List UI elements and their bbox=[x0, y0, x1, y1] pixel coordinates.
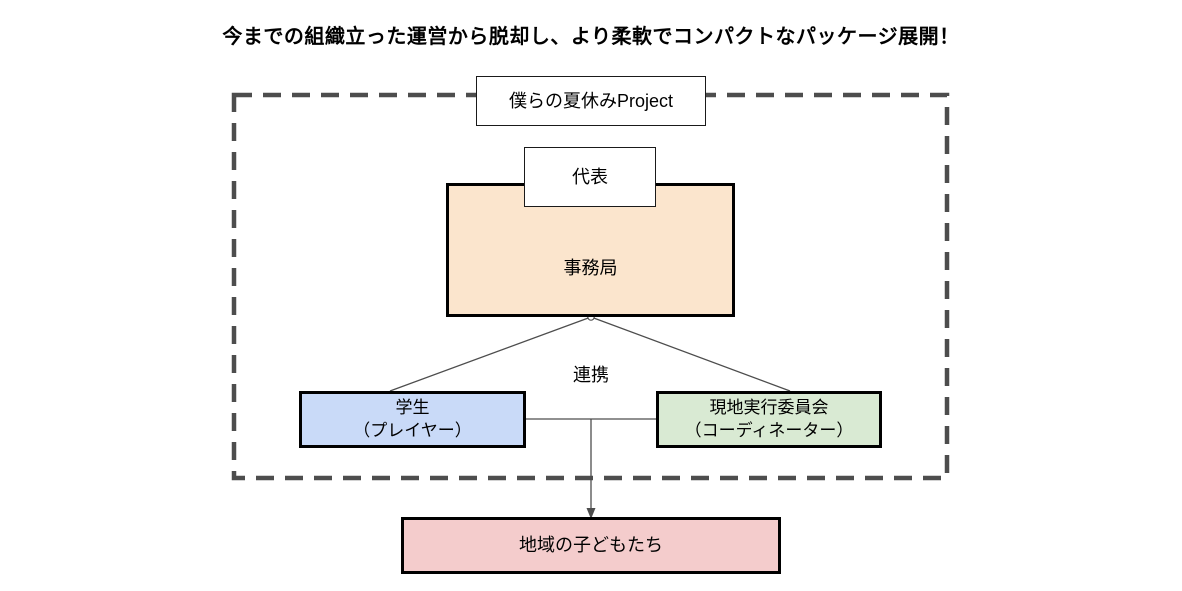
node-children[interactable]: 地域の子どもたち bbox=[401, 517, 781, 574]
node-project-label: 僕らの夏休みProject bbox=[508, 90, 674, 111]
node-committee-line1: 現地実行委員会 bbox=[709, 397, 829, 417]
node-committee[interactable]: 現地実行委員会 （コーディネーター） bbox=[656, 391, 882, 448]
node-representative[interactable]: 代表 bbox=[524, 147, 656, 207]
node-committee-line2: （コーディネーター） bbox=[684, 420, 854, 440]
page-title: 今までの組織立った運営から脱却し、より柔軟でコンパクトなパッケージ展開！ bbox=[222, 26, 960, 48]
edge-label-cooperation: 連携 bbox=[573, 365, 609, 385]
node-office-label: 事務局 bbox=[563, 257, 618, 278]
node-children-label: 地域の子どもたち bbox=[519, 535, 663, 556]
node-committee-label: 現地実行委員会 （コーディネーター） bbox=[659, 397, 879, 443]
node-project[interactable]: 僕らの夏休みProject bbox=[476, 76, 706, 126]
node-representative-label: 代表 bbox=[572, 166, 608, 187]
node-student-line2: （プレイヤー） bbox=[353, 420, 472, 440]
node-student[interactable]: 学生 （プレイヤー） bbox=[299, 391, 526, 448]
node-student-line1: 学生 bbox=[395, 397, 430, 417]
node-student-label: 学生 （プレイヤー） bbox=[302, 397, 523, 443]
